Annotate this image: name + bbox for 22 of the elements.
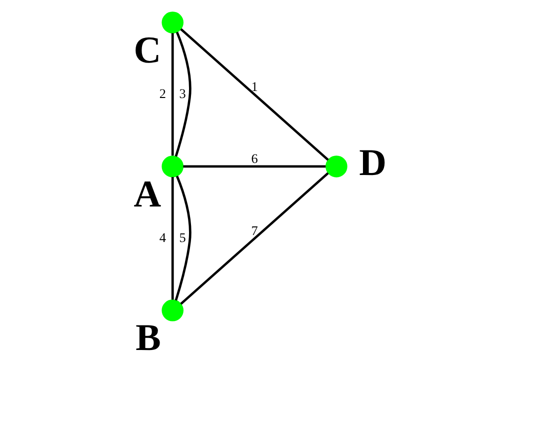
node-label: D: [359, 142, 387, 184]
edge-label: 7: [251, 222, 258, 238]
node-label: A: [134, 173, 162, 216]
node-circle: [162, 156, 184, 178]
node-circle: [162, 12, 184, 34]
connector: [174, 176, 192, 301]
connector: [174, 32, 192, 157]
edge-label: 2: [159, 86, 166, 102]
node-circle: [162, 300, 184, 322]
edge-label: 5: [179, 230, 186, 245]
edge-label: 4: [159, 230, 166, 245]
edge-label: 1: [251, 78, 258, 94]
edge-label: 6: [251, 150, 258, 166]
edge-label: 3: [179, 86, 186, 102]
node-circle: [326, 156, 348, 178]
node-label: C: [134, 29, 162, 72]
connector: [180, 172, 329, 305]
node-label: B: [136, 317, 161, 360]
connector: [171, 33, 174, 156]
connector: [171, 177, 174, 300]
connector: [180, 28, 329, 161]
connector: [183, 165, 326, 168]
